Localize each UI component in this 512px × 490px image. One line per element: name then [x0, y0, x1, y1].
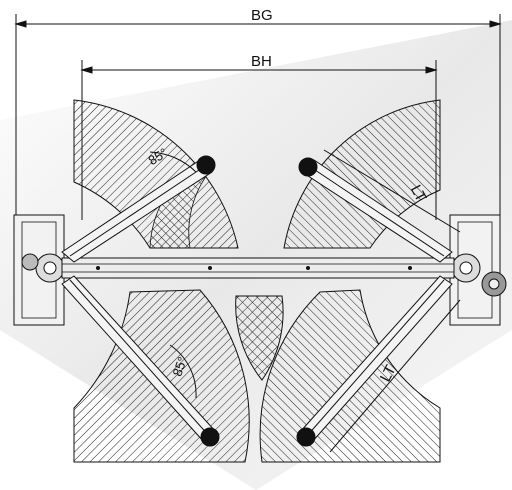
swing-overlap-zone	[235, 295, 284, 381]
dimension-lt-upper	[323, 149, 461, 233]
dimension-bg	[14, 14, 502, 215]
label-bh: BH	[251, 53, 272, 70]
arm-upper-right	[298, 157, 453, 263]
left-post	[13, 214, 65, 326]
arm-lower-right	[296, 275, 453, 447]
arm-upper-left	[61, 155, 216, 263]
arm-lower-left	[61, 275, 220, 447]
right-post	[449, 214, 507, 326]
angle-arc-lower-left	[169, 344, 197, 399]
swing-area-upper-right	[283, 99, 441, 249]
angle-arc-upper-left	[149, 151, 197, 173]
swing-area-upper-left	[73, 99, 239, 249]
crossbeam	[61, 257, 455, 279]
label-bg: BG	[251, 7, 273, 24]
dimension-lt-lower	[329, 299, 461, 453]
